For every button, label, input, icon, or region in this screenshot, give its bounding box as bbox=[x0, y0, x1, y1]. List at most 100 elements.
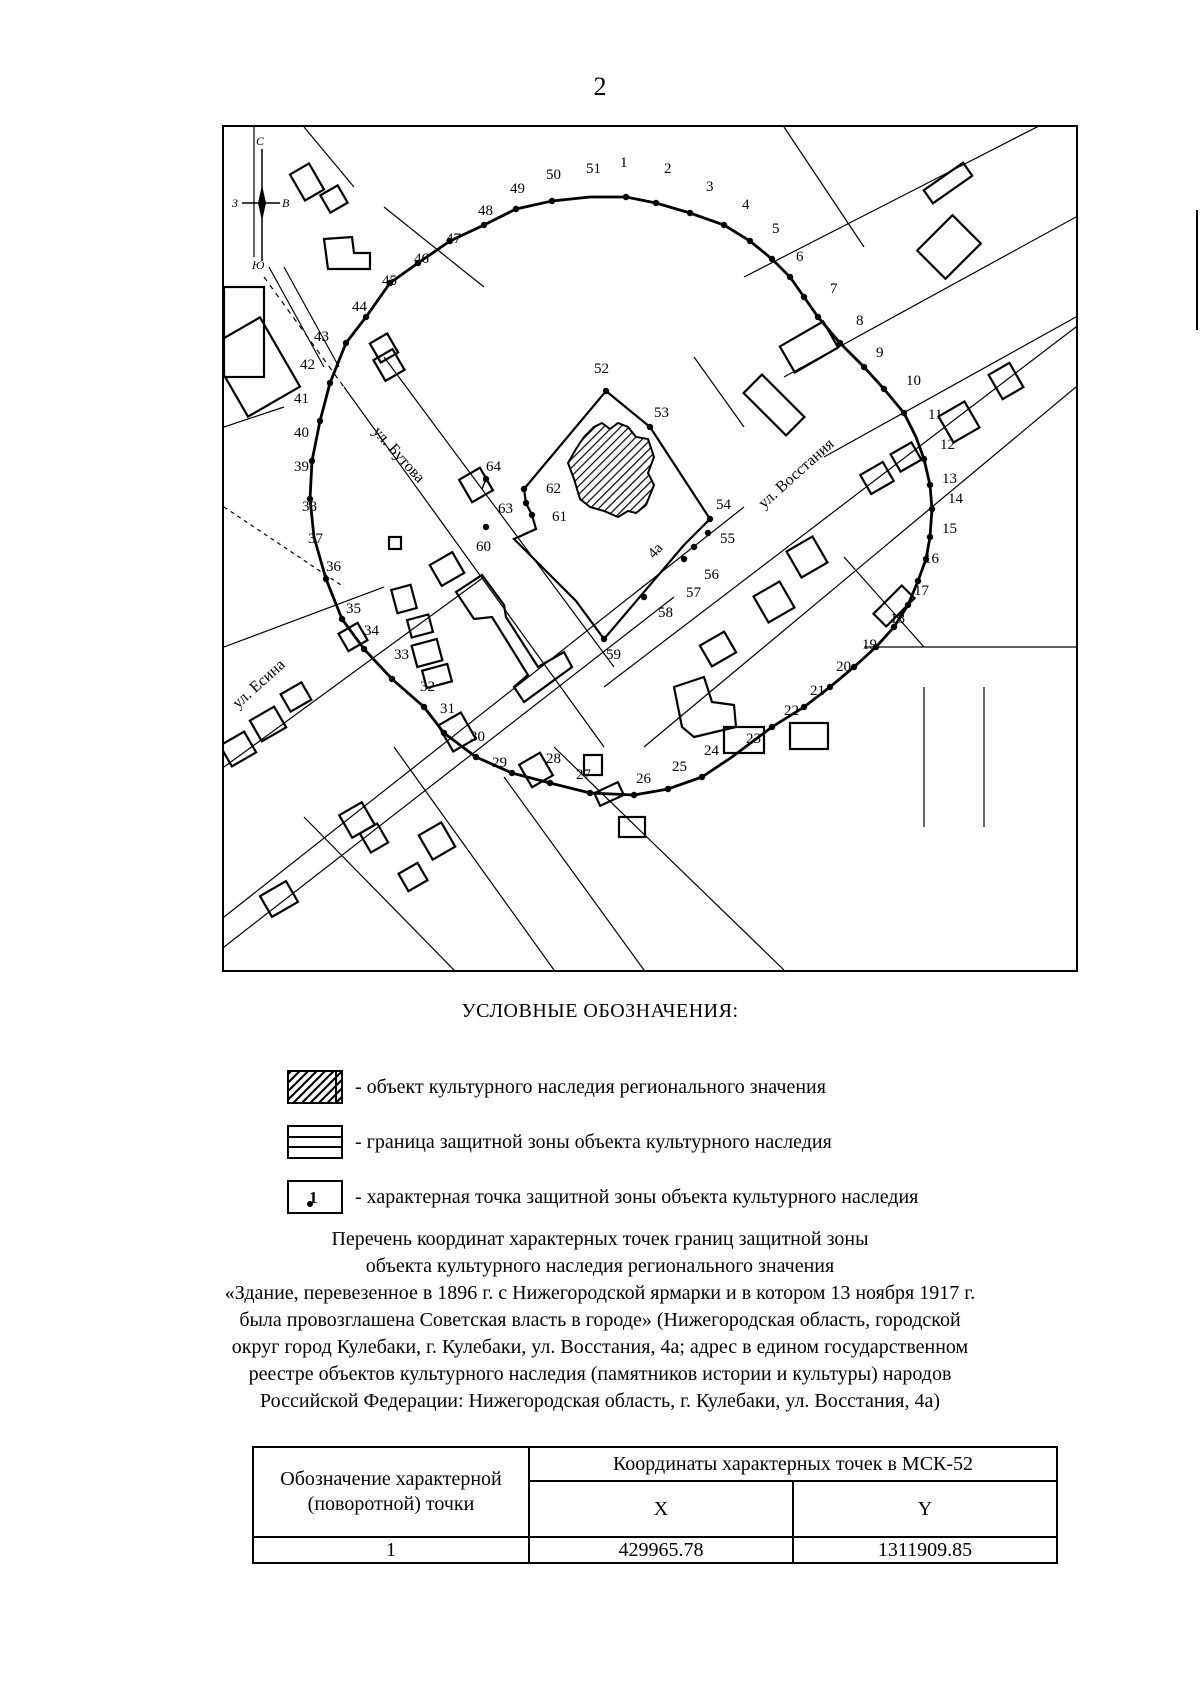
inner-point-marker bbox=[600, 635, 608, 643]
inner-point-label: 53 bbox=[654, 405, 669, 421]
boundary-point-marker bbox=[698, 773, 706, 781]
boundary-point-label: 30 bbox=[470, 729, 485, 745]
boundary-point-label: 45 bbox=[382, 273, 397, 289]
inner-point-marker bbox=[680, 555, 688, 563]
boundary-point-marker bbox=[386, 279, 394, 287]
caption-line: округ город Кулебаки, г. Кулебаки, ул. В… bbox=[231, 1336, 969, 1358]
compass-rose: С З В Ю bbox=[232, 134, 290, 272]
boundary-point-marker bbox=[548, 197, 556, 205]
boundary-point-marker bbox=[746, 237, 754, 245]
boundary-point-marker bbox=[800, 703, 808, 711]
boundary-point-label: 14 bbox=[948, 491, 964, 507]
object-label: 4а bbox=[645, 540, 667, 561]
boundary-point-marker bbox=[664, 785, 672, 793]
cell-x: 429965.78 bbox=[528, 1536, 794, 1564]
legend-text: - характерная точка защитной зоны объект… bbox=[355, 1185, 919, 1208]
boundary-point-marker bbox=[720, 221, 728, 229]
boundary-point-label: 43 bbox=[314, 329, 329, 345]
boundary-point-label: 47 bbox=[446, 231, 462, 247]
boundary-point-marker bbox=[306, 495, 314, 503]
page-number: 2 bbox=[593, 72, 607, 101]
caption-line: Перечень координат характерных точек гра… bbox=[331, 1228, 869, 1250]
street-labels: ул. Бутова ул. Восстания ул. Есина 4а bbox=[229, 423, 838, 712]
boundary-point-marker bbox=[630, 791, 638, 799]
header-point-designation: Обозначение характерной (поворотной) точ… bbox=[252, 1446, 530, 1538]
boundary-point-marker bbox=[586, 789, 594, 797]
boundary-point-label: 42 bbox=[300, 357, 315, 373]
boundary-point-label: 18 bbox=[890, 611, 905, 627]
inner-point-marker bbox=[520, 485, 528, 493]
double-line-icon bbox=[287, 1125, 343, 1159]
inner-point-label: 54 bbox=[716, 497, 732, 513]
boundary-point-label: 22 bbox=[784, 703, 799, 719]
inner-point-label: 63 bbox=[498, 501, 513, 517]
boundary-point-marker bbox=[920, 455, 928, 463]
boundary-point-marker bbox=[872, 643, 880, 651]
boundary-point-label: 31 bbox=[440, 701, 455, 717]
boundary-point-label: 8 bbox=[856, 313, 864, 329]
boundary-point-label: 28 bbox=[546, 751, 561, 767]
boundary-point-marker bbox=[546, 779, 554, 787]
boundary-point-label: 16 bbox=[924, 551, 940, 567]
boundary-point-label: 49 bbox=[510, 181, 525, 197]
boundary-point-label: 26 bbox=[636, 771, 652, 787]
boundary-point-label: 29 bbox=[492, 755, 507, 771]
boundary-point-marker bbox=[414, 259, 422, 267]
boundary-point-marker bbox=[768, 255, 776, 263]
monument bbox=[566, 421, 656, 519]
boundary-point-marker bbox=[900, 409, 908, 417]
boundary-point-label: 24 bbox=[704, 743, 720, 759]
boundary-point-label: 10 bbox=[906, 373, 921, 389]
protective-zone-boundary bbox=[308, 195, 934, 797]
compass-south: Ю bbox=[251, 258, 265, 272]
point-marker-icon: 1 bbox=[287, 1180, 343, 1214]
inner-point-label: 56 bbox=[704, 567, 720, 583]
inner-point-label: 57 bbox=[686, 585, 702, 601]
boundary-point-marker bbox=[904, 601, 912, 609]
boundary-point-marker bbox=[928, 505, 936, 513]
boundary-point-marker bbox=[814, 313, 822, 321]
boundary-point-label: 7 bbox=[830, 281, 838, 297]
boundary-point-label: 3 bbox=[706, 179, 714, 195]
boundary-point-marker bbox=[880, 385, 888, 393]
compass-west: З bbox=[232, 196, 238, 210]
street-label-vosstaniya: ул. Восстания bbox=[755, 435, 838, 512]
boundary-point-marker bbox=[926, 481, 934, 489]
boundary-point-marker bbox=[308, 457, 316, 465]
boundary-point-marker bbox=[420, 703, 428, 711]
inner-point-marker bbox=[690, 543, 698, 551]
legend-title: УСЛОВНЫЕ ОБОЗНАЧЕНИЯ: bbox=[461, 1000, 739, 1022]
boundary-point-label: 12 bbox=[940, 437, 955, 453]
legend-text: - граница защитной зоны объекта культурн… bbox=[355, 1130, 832, 1153]
coordinates-caption: Перечень координат характерных точек гра… bbox=[150, 1226, 1050, 1415]
inner-point-label: 62 bbox=[546, 481, 561, 497]
inner-point-label: 59 bbox=[606, 647, 621, 663]
boundary-point-marker bbox=[508, 769, 516, 777]
inner-point-label: 64 bbox=[486, 459, 502, 475]
boundary-point-marker bbox=[472, 753, 480, 761]
boundary-point-label: 1 bbox=[620, 155, 628, 171]
boundary-point-marker bbox=[686, 209, 694, 217]
boundary-point-label: 36 bbox=[326, 559, 342, 575]
inner-point-label: 52 bbox=[594, 361, 609, 377]
boundary-point-label: 4 bbox=[742, 197, 750, 213]
boundary-point-marker bbox=[316, 417, 324, 425]
inner-point-marker bbox=[704, 529, 712, 537]
boundary-point-label: 5 bbox=[772, 221, 780, 237]
inner-point-label: 55 bbox=[720, 531, 735, 547]
inner-point-label: 60 bbox=[476, 539, 491, 555]
boundary-point-label: 15 bbox=[942, 521, 957, 537]
caption-line: объекта культурного наследия регионально… bbox=[365, 1255, 835, 1277]
margin-rule bbox=[1196, 210, 1198, 330]
inner-point-marker bbox=[646, 423, 654, 431]
boundary-point-marker bbox=[836, 339, 844, 347]
inner-point-marker bbox=[522, 499, 530, 507]
header-coordinates: Координаты характерных точек в МСК-52 bbox=[528, 1446, 1058, 1482]
boundary-point-marker bbox=[440, 729, 448, 737]
boundary-point-label: 34 bbox=[364, 623, 380, 639]
boundary-point-marker bbox=[446, 237, 454, 245]
boundary-point-marker bbox=[652, 199, 660, 207]
boundary-point-label: 2 bbox=[664, 161, 672, 177]
boundary-point-label: 21 bbox=[810, 683, 825, 699]
